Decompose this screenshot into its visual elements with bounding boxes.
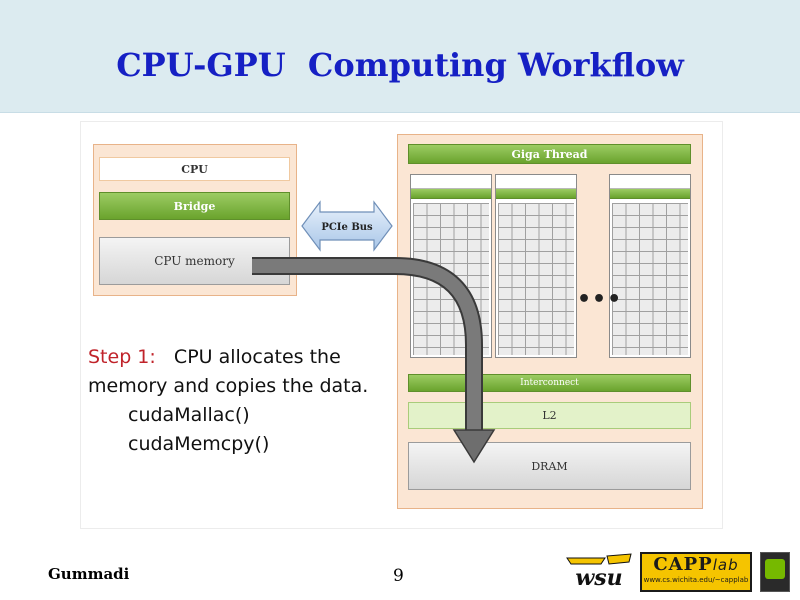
- code-line-malloc: cudaMallac(): [128, 404, 250, 426]
- sm-block-1: [410, 174, 492, 358]
- ellipsis-dots: •••: [577, 287, 623, 312]
- pcie-bus-arrow: PCIe Bus: [301, 200, 393, 252]
- sm-block-3: [609, 174, 691, 358]
- bridge-box: Bridge: [99, 192, 290, 220]
- capp-logo-url: www.cs.wichita.edu/~capplab: [643, 576, 749, 584]
- page-number: 9: [393, 566, 404, 586]
- capp-logo-italic: lab: [712, 556, 739, 574]
- wsu-logo: wsu: [566, 553, 632, 591]
- cpu-memory-box: CPU memory: [99, 237, 290, 285]
- nvidia-logo: [760, 552, 790, 592]
- step-description: Step 1: CPU allocates the memory and cop…: [88, 343, 378, 459]
- l2-cache-box: L2: [408, 402, 691, 429]
- code-line-memcpy: cudaMemcpy(): [128, 433, 270, 455]
- slide-title: CPU-GPU Computing Workflow: [116, 46, 684, 84]
- header-band: [0, 0, 800, 113]
- cpu-box: CPU: [99, 157, 290, 181]
- sm-block-2: [495, 174, 577, 358]
- dram-box: DRAM: [408, 442, 691, 490]
- interconnect-bar: Interconnect: [408, 374, 691, 392]
- step-label: Step 1:: [88, 346, 156, 368]
- giga-thread-bar: Giga Thread: [408, 144, 691, 164]
- capp-logo-main: CAPP: [653, 554, 713, 575]
- wsu-logo-text: wsu: [575, 565, 622, 591]
- pcie-bus-label: PCIe Bus: [321, 222, 373, 233]
- capp-lab-logo: CAPPlab www.cs.wichita.edu/~capplab: [640, 552, 752, 592]
- step-text: CPU allocates the memory and copies the …: [88, 346, 369, 397]
- footer-author: Gummadi: [48, 565, 130, 583]
